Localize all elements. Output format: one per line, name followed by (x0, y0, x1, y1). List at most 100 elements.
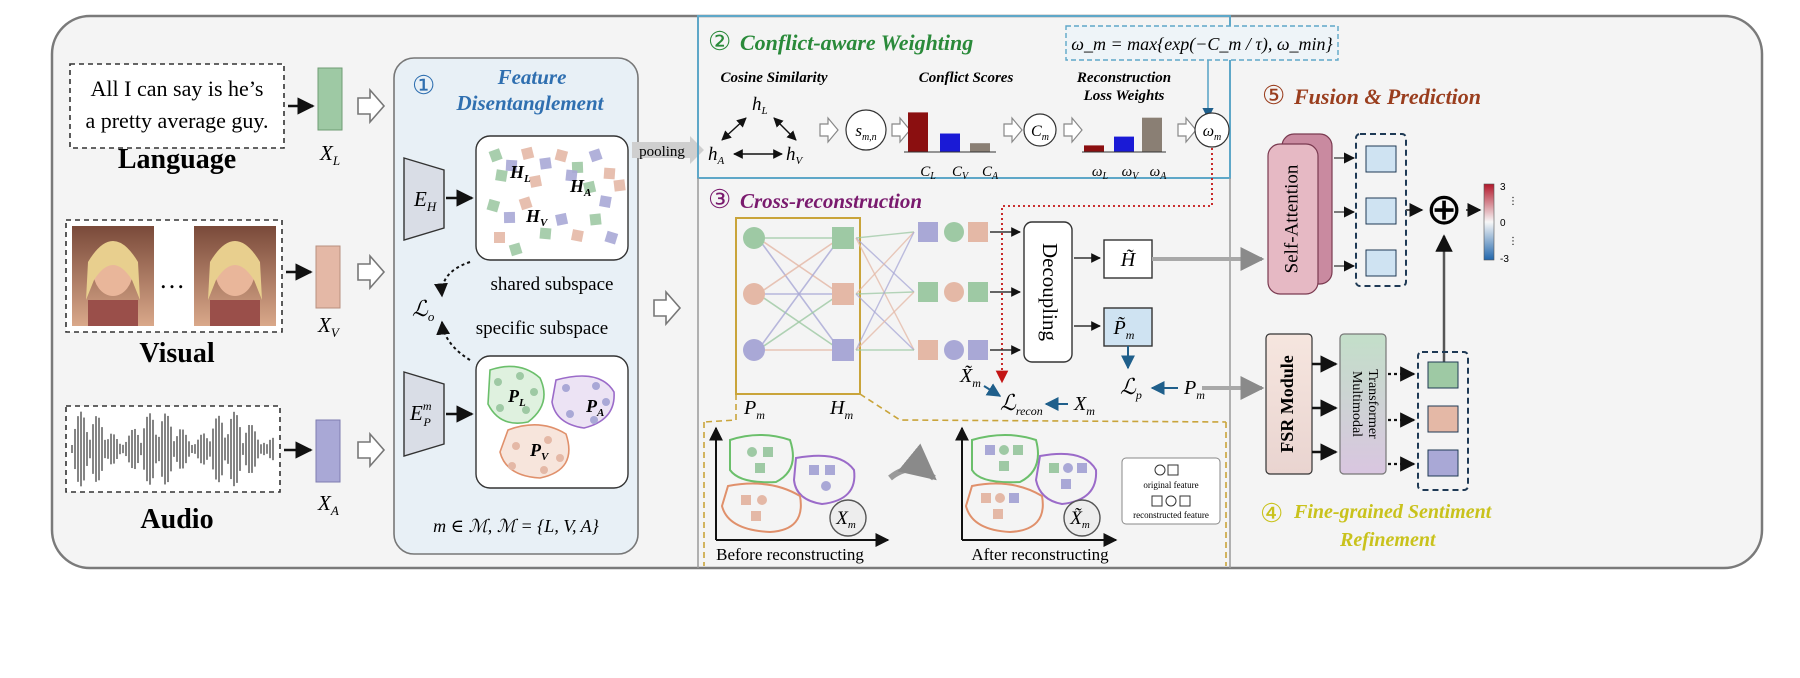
triplet-square (968, 282, 988, 302)
step1-number: ① (412, 71, 435, 100)
step3-cross-reconstruction: ③ Cross-reconstruction Pm Hm Decoupling … (697, 178, 1265, 568)
cross-edge (855, 237, 915, 351)
svg-text:Hm: Hm (829, 397, 853, 422)
language-input: All I can say is he’s a pretty average g… (69, 63, 386, 175)
recon-weights-label-1: Reconstruction (1076, 70, 1171, 86)
cross-edge (855, 231, 915, 295)
shared-subspace-points (486, 146, 626, 257)
pooling-arrow: pooling (632, 136, 704, 164)
specific-point (516, 372, 524, 380)
self-attention-block (1267, 143, 1319, 295)
ellipsis: … (159, 265, 185, 294)
svg-text:⋮: ⋮ (1508, 236, 1518, 247)
plot-circle (747, 447, 757, 457)
plot-circle (999, 445, 1009, 455)
svg-text:XA: XA (317, 491, 339, 518)
sum-operator: ⊕ (1426, 185, 1463, 234)
self-attention-label: Self-Attention (1281, 164, 1302, 273)
plot-square (751, 511, 761, 521)
shared-point (539, 227, 552, 240)
specific-point (530, 388, 538, 396)
step3-title: Cross-reconstruction (740, 189, 922, 213)
conflict-bar (908, 112, 928, 152)
fsr-module (1265, 333, 1313, 475)
plot-square (981, 493, 991, 503)
P-tilde-box (1103, 307, 1153, 347)
svg-text:hA: hA (708, 144, 725, 167)
svg-text:PL: PL (507, 386, 526, 409)
svg-text:Multimodal: Multimodal (1349, 371, 1364, 437)
shared-point (488, 148, 503, 163)
cross-edge (855, 231, 915, 239)
step4-fine-grained-refinement: FSR Module Multimodal Transformer ④ Fine… (1260, 333, 1493, 551)
shared-point (565, 169, 578, 182)
specific-point (566, 410, 574, 418)
feature-legend: original feature reconstructed feature (1121, 457, 1221, 525)
reconstructed-triplets (918, 222, 988, 360)
after-reconstruction-plot: X̃m After reconstructing (955, 426, 1118, 564)
transcript-line-2: a pretty average guy. (85, 108, 268, 133)
w-tick-L: ωL (1092, 164, 1109, 182)
step2-title: Conflict-aware Weighting (740, 30, 973, 55)
shared-point (520, 146, 535, 161)
svg-text:⋮: ⋮ (1508, 196, 1518, 207)
triplet-square (918, 340, 938, 360)
plot-square (1013, 445, 1023, 455)
plot-square (993, 509, 1003, 519)
svg-text:ℒp: ℒp (1120, 374, 1142, 402)
svg-text:EH: EH (413, 187, 437, 214)
bipartite-edge (757, 293, 841, 351)
shared-point (588, 148, 603, 163)
triplet-circle (944, 340, 964, 360)
triplet-circle (944, 282, 964, 302)
cosine-label: Cosine Similarity (720, 70, 827, 86)
weight-bar (1114, 136, 1134, 152)
video-frame-2 (194, 226, 276, 326)
triplet-circle (944, 222, 964, 242)
svg-text:ωm: ωm (1203, 123, 1222, 143)
weight-bar (1142, 117, 1162, 152)
after-label: After reconstructing (971, 545, 1109, 564)
svg-text:H̃: H̃ (1120, 248, 1137, 271)
specific-point (512, 442, 520, 450)
step4-title-line2: Refinement (1339, 529, 1437, 551)
refined-feature-stack (1417, 351, 1469, 491)
weight-formula-box (1065, 25, 1339, 61)
c-tick-L: CL (920, 164, 936, 182)
triplet-square (918, 282, 938, 302)
shared-point (604, 230, 619, 245)
svg-text:-3: -3 (1500, 254, 1509, 265)
visual-label: Visual (139, 338, 214, 369)
svg-text:Pm: Pm (743, 397, 765, 422)
step4-title-line1: Fine-grained Sentiment (1293, 501, 1493, 523)
shared-point (518, 196, 533, 211)
w-tick-A: ωA (1150, 164, 1168, 182)
svg-text:hV: hV (786, 144, 804, 167)
reconstruction-bipartite-box (735, 217, 861, 395)
specific-subspace-label: specific subspace (476, 318, 608, 339)
shared-point (589, 213, 602, 226)
svg-text:reconstructed feature: reconstructed feature (1133, 510, 1209, 520)
pooling-label: pooling (639, 144, 685, 160)
svg-text:③: ③ (708, 185, 731, 214)
shared-point (554, 148, 569, 163)
conflict-node (1023, 113, 1057, 147)
svg-text:Xm: Xm (835, 508, 856, 531)
plot-square (999, 461, 1009, 471)
specific-point (562, 384, 570, 392)
specific-point (590, 416, 598, 424)
visual-input: … Visual XV (65, 219, 386, 369)
svg-text:P̃m: P̃m (1113, 316, 1135, 342)
svg-text:XV: XV (317, 313, 341, 340)
weight-node (1194, 112, 1230, 148)
private-node (743, 283, 765, 305)
conflict-score-bars (904, 112, 996, 153)
plot-square (755, 463, 765, 473)
svg-text:Xm: Xm (1073, 393, 1095, 418)
x-language: XL (319, 141, 340, 168)
specific-point (540, 466, 548, 474)
step5-title: Fusion & Prediction (1293, 84, 1481, 109)
shared-point (494, 232, 505, 243)
shared-point (583, 180, 597, 194)
